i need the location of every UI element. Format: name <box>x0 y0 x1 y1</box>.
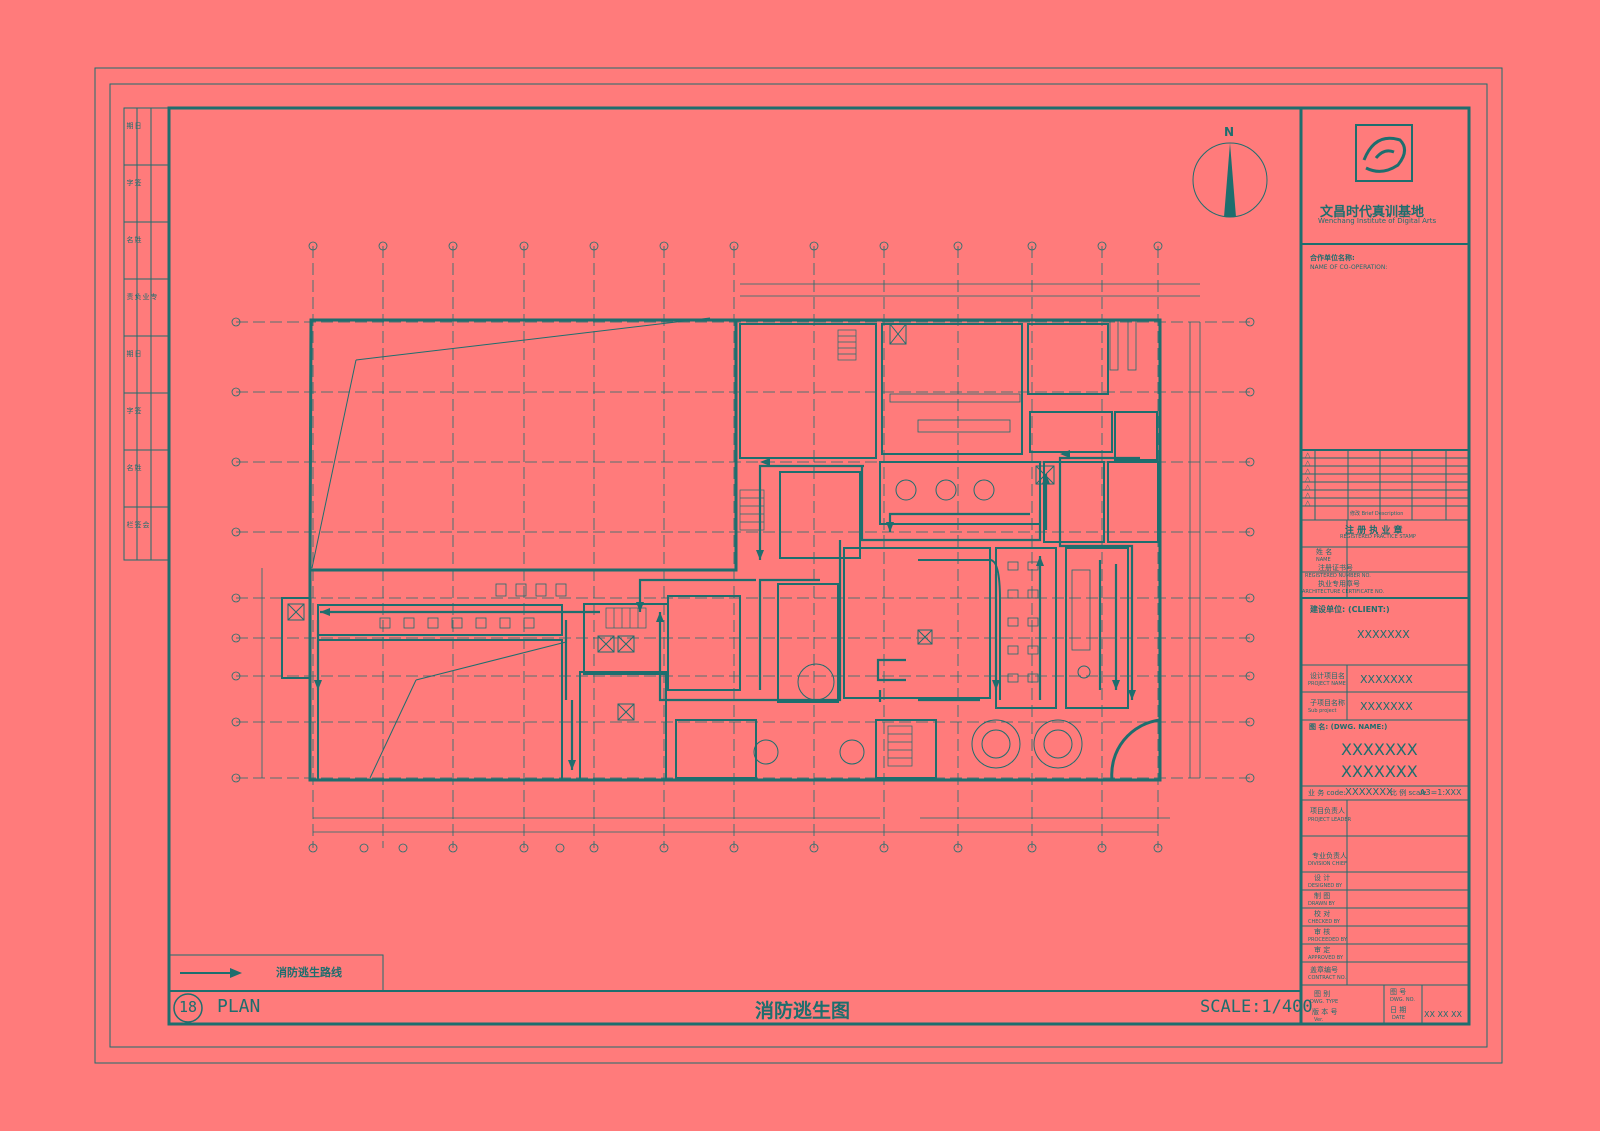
dwg-name-line2: XXXXXXX <box>1341 762 1418 781</box>
project-label: 设计项目名 <box>1310 672 1345 680</box>
dwg-name-label: 图 名: (DWG. NAME:) <box>1309 723 1388 731</box>
role-label: 制 图 <box>1314 892 1331 900</box>
north-label: N <box>1224 125 1235 139</box>
subproject-label: 子项目名称 <box>1310 699 1345 707</box>
reg-no-label-en: REGISTERED NUMBER NO. <box>1305 573 1371 579</box>
cert-no-label: 执业专用章号 <box>1318 580 1360 588</box>
revision-mark: △ <box>1305 451 1311 459</box>
side-label: 日 期 <box>126 122 142 129</box>
sheet-inner-border <box>109 83 1488 1048</box>
drawing-frame <box>167 106 1471 1026</box>
role-label: 项目负责人 <box>1310 807 1345 815</box>
drawing-number-circle <box>173 993 203 1023</box>
client-value: XXXXXXX <box>1357 628 1410 641</box>
side-label: 日 期 <box>126 350 142 357</box>
side-label: 姓 名 <box>126 236 142 243</box>
role-label: 专业负责人 <box>1312 852 1347 860</box>
role-label-en: DIVISION CHIEF <box>1308 861 1347 867</box>
role-label: 设 计 <box>1314 874 1331 882</box>
role-label-en: APPROVED BY <box>1308 955 1344 961</box>
side-label: 签 字 <box>126 179 142 186</box>
signature-strip <box>123 107 170 561</box>
role-label-en: PROCEEDED BY <box>1308 937 1347 943</box>
escape-route <box>316 456 1140 770</box>
project-value: XXXXXXX <box>1360 673 1413 686</box>
role-label: 审 核 <box>1314 928 1331 936</box>
dwg-name-line1: XXXXXXX <box>1341 740 1418 759</box>
version-label: 版 本 号 <box>1312 1008 1338 1016</box>
view-label: PLAN <box>217 996 261 1017</box>
seal-label: 注 册 执 业 章 <box>1345 526 1403 536</box>
side-label: 姓 名 <box>126 464 142 471</box>
cooperation-label-en: NAME OF CO-OPERATION: <box>1310 264 1388 271</box>
revision-mark: △ <box>1305 491 1311 499</box>
dwg-no-label: 图 号 <box>1390 988 1407 996</box>
side-label: 会签栏 <box>126 521 150 528</box>
dwg-type-label-en: DWG. TYPE <box>1310 999 1339 1005</box>
revision-title: 修改 Brief Description <box>1350 511 1404 517</box>
scale-field-label: 比 例 scale <box>1390 789 1427 797</box>
client-label: 建设单位: (CLIENT:) <box>1310 605 1390 614</box>
role-label: 校 对 <box>1314 910 1331 918</box>
seal-label-en: REGISTERED PRACTICE STAMP <box>1340 534 1416 540</box>
job-label: 业 务 code: <box>1308 789 1346 797</box>
scale-field-value: A3=1:XXX <box>1420 788 1462 797</box>
drawing-number: 18 <box>179 998 198 1016</box>
sheet-outer-border <box>94 67 1503 1064</box>
job-value: XXXXXXX <box>1345 787 1393 798</box>
role-label-en: CONTRACT NO. <box>1308 975 1347 981</box>
logo-subtitle: Wenchang Institute of Digital Arts <box>1318 217 1437 225</box>
date-value: XX XX XX <box>1424 1010 1462 1019</box>
reg-no-label: 注册证书号 <box>1318 564 1353 572</box>
side-label: 签 字 <box>126 407 142 414</box>
logo-mark <box>1355 124 1413 182</box>
legend-box <box>168 954 384 992</box>
role-label-en: PROJECT LEADER <box>1308 817 1352 823</box>
role-label-en: DESIGNED BY <box>1308 883 1343 889</box>
date-label-en: DATE <box>1392 1015 1406 1021</box>
role-label-en: CHECKED BY <box>1308 919 1340 925</box>
revision-mark: △ <box>1305 475 1311 483</box>
cooperation-label: 合作单位名称: <box>1310 254 1355 262</box>
revision-mark: △ <box>1305 467 1311 475</box>
page-title: 消防逃生图 <box>755 1000 851 1022</box>
role-label: 盖章编号 <box>1310 966 1338 974</box>
cert-no-label-en: ARCHITECTURE CERTIFICATE NO. <box>1302 589 1385 595</box>
project-label-en: PROJECT NAME <box>1308 681 1346 687</box>
side-label: 专业负责 <box>126 293 158 300</box>
name-label-en: NAME <box>1316 557 1331 563</box>
dwg-no-label-en: DWG. NO. <box>1390 997 1415 1003</box>
version-label-en: Ver. <box>1314 1017 1324 1023</box>
name-label: 姓 名 <box>1316 548 1333 556</box>
revision-mark: △ <box>1305 483 1311 491</box>
subproject-value: XXXXXXX <box>1360 700 1413 713</box>
date-label: 日 期 <box>1390 1006 1407 1014</box>
revision-mark: △ <box>1305 499 1311 507</box>
role-label-en: DRAWN BY <box>1308 901 1335 907</box>
role-label: 审 定 <box>1314 946 1331 954</box>
dwg-type-label: 图 别 <box>1314 990 1331 998</box>
subproject-label-en: Sub project <box>1308 708 1337 714</box>
revision-mark: △ <box>1305 459 1311 467</box>
logo-title: 文昌时代真训基地 <box>1320 205 1425 220</box>
legend-label: 消防逃生路线 <box>276 966 342 979</box>
scale-label: SCALE:1/400 <box>1200 997 1313 1017</box>
